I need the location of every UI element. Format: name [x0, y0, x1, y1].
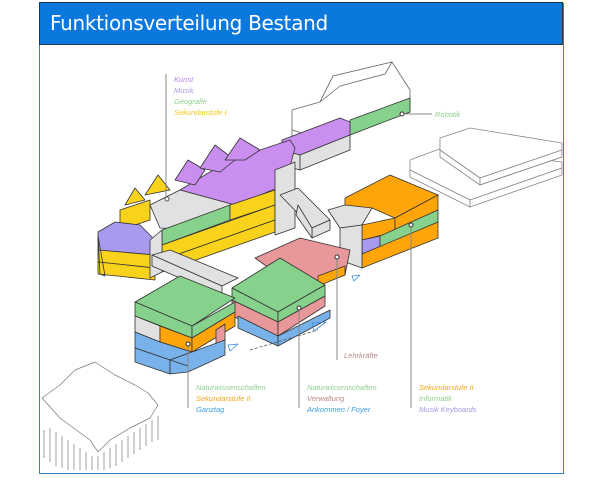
label-musik: Musik — [174, 86, 195, 95]
label-informatik: Informatik — [419, 394, 453, 403]
callout-bottom-3: Sekundarstufe II Informatik Musik Keyboa… — [419, 383, 477, 414]
label-ganztag: Ganztag — [196, 405, 225, 414]
label-naturwissenschaften-2: Naturwissenschaften — [307, 383, 377, 392]
label-sekundarstufe-ii-1: Sekundarstufe II — [196, 394, 251, 403]
connector-corridor-middle — [279, 187, 331, 239]
callout-robotik: Robotik — [435, 110, 462, 119]
label-lehrkraefte: Lehrkräfte — [344, 351, 378, 360]
label-musik-keyboards: Musik Keyboards — [419, 405, 477, 414]
label-kunst: Kunst — [174, 75, 194, 84]
callout-bottom-2: Naturwissenschaften Verwaltung Ankommen … — [306, 383, 377, 414]
sekundarstufe-ii-block — [327, 174, 439, 269]
label-ankommen-foyer: Ankommen / Foyer — [306, 405, 371, 414]
verwaltung-block — [231, 257, 331, 347]
title-bar: Funktionsverteilung Bestand — [39, 2, 563, 45]
label-naturwissenschaften-1: Naturwissenschaften — [196, 383, 266, 392]
callout-top-left: Kunst Musik Geografie Sekundarstufe I — [174, 75, 227, 117]
sports-hall-outline — [41, 361, 159, 470]
label-sekundarstufe-i: Sekundarstufe I — [174, 108, 227, 117]
label-geografie: Geografie — [174, 97, 207, 106]
entrance-markers — [227, 274, 361, 352]
label-sekundarstufe-ii-3: Sekundarstufe II — [419, 383, 474, 392]
ganztag-block — [134, 275, 236, 375]
leader-lines — [164, 74, 432, 408]
callout-bottom-1: Naturwissenschaften Sekundarstufe II Gan… — [196, 383, 266, 414]
page-title: Funktionsverteilung Bestand — [50, 11, 328, 35]
label-robotik: Robotik — [435, 110, 462, 119]
neighbor-building-slabs — [409, 127, 563, 208]
callout-lehrkraefte: Lehrkräfte — [344, 351, 378, 360]
label-verwaltung: Verwaltung — [307, 394, 345, 403]
